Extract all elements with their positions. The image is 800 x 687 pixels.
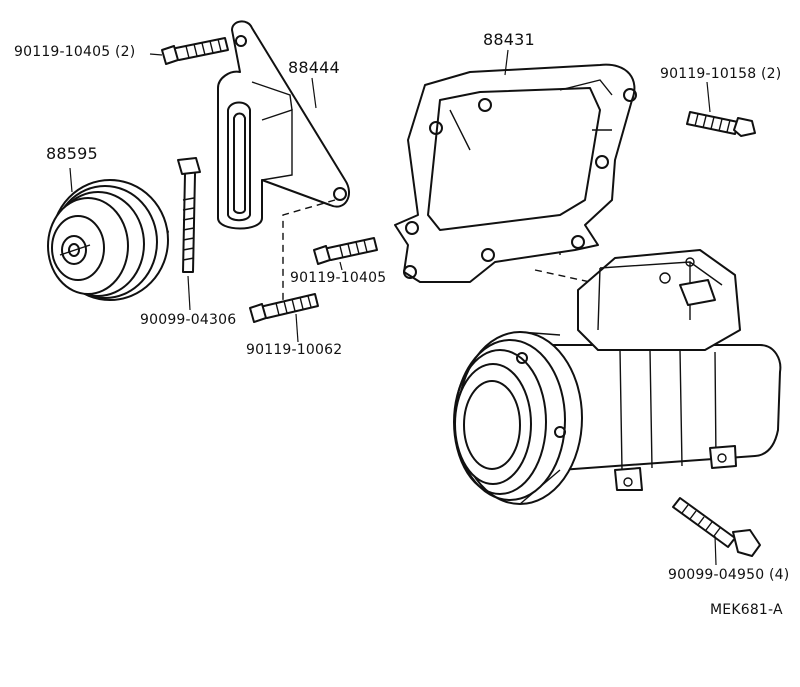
diagram-code: MEK681-A <box>710 602 783 618</box>
label-bolt-mid: 90119-10405 <box>290 270 387 286</box>
leader-bolt-bottom-right <box>714 535 717 566</box>
pulley-88595 <box>47 179 169 301</box>
compressor <box>453 249 782 505</box>
label-bracket: 88444 <box>288 58 340 77</box>
label-bolt-bottom-right: 90099-04950 (4) <box>668 567 790 583</box>
leader-bolt-top-left <box>149 53 163 56</box>
bolt-bottom-right <box>672 497 761 557</box>
bracket-88444 <box>217 20 350 230</box>
bolt-top-right <box>686 111 756 137</box>
leader-bracket <box>311 77 317 109</box>
leader-mount-bracket <box>504 49 509 76</box>
bolt-lower <box>249 293 319 323</box>
leader-bolt-top-right <box>706 81 711 113</box>
leader-bolt-mid <box>339 261 343 271</box>
leader-pulley <box>69 167 73 193</box>
leader-bolt-lower <box>295 313 299 343</box>
bolt-mid <box>313 237 378 265</box>
mount-bracket-88431 <box>394 63 637 283</box>
long-bolt <box>177 157 201 273</box>
label-bolt-lower: 90119-10062 <box>246 342 343 358</box>
label-pulley: 88595 <box>46 144 98 163</box>
label-bolt-top-right: 90119-10158 (2) <box>660 66 782 82</box>
label-mount-bracket: 88431 <box>483 30 535 49</box>
leader-long-bolt <box>187 275 191 311</box>
dashed-alignment-1 <box>282 199 336 300</box>
label-bolt-top-left: 90119-10405 (2) <box>14 44 136 60</box>
label-long-bolt: 90099-04306 <box>140 312 237 328</box>
bolt-top-left <box>161 37 229 65</box>
dashed-alignment-3 <box>534 269 591 283</box>
